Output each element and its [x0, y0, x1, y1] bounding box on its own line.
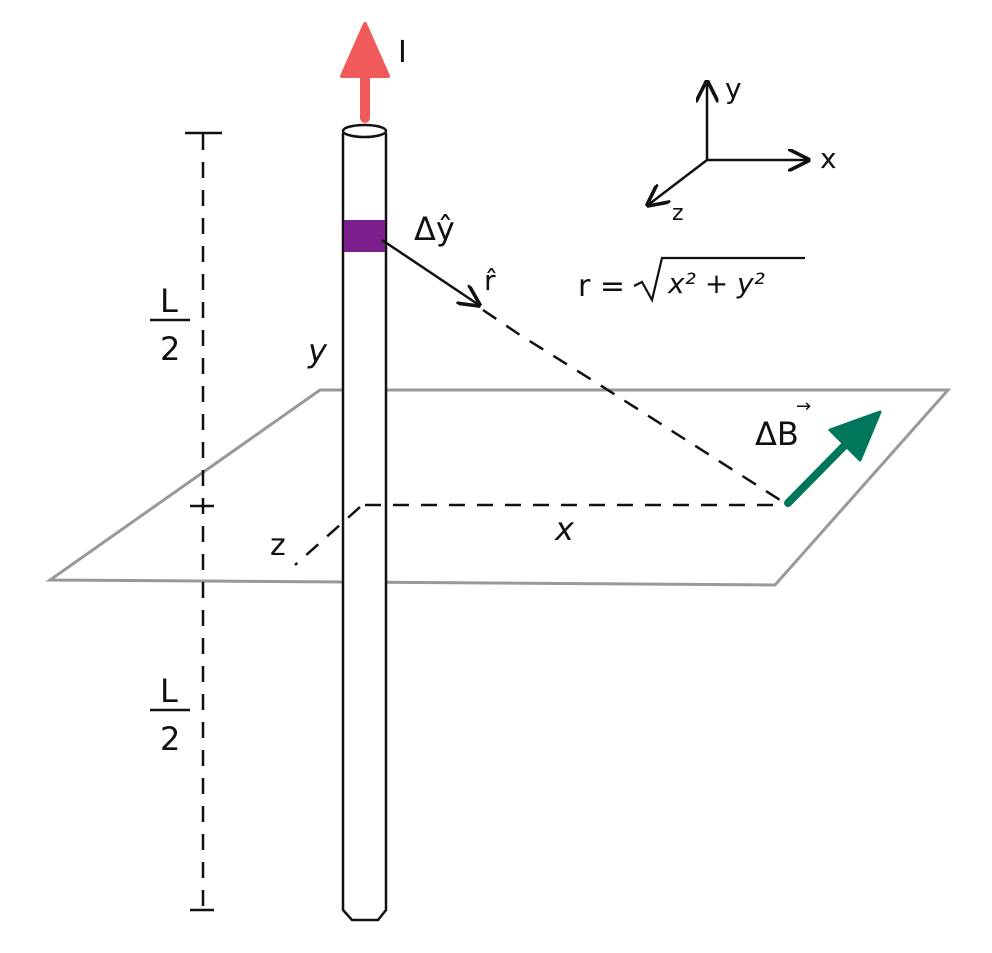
svg-text:L: L — [160, 282, 178, 320]
coordinate-axes — [648, 82, 808, 205]
axis-z-label: z — [672, 201, 684, 226]
current-segment — [344, 220, 385, 252]
r-distance-line — [482, 308, 781, 502]
z-distance-line — [294, 506, 361, 566]
r-hat-label: r̂ — [484, 264, 496, 297]
current-arrow — [340, 22, 390, 123]
current-label: I — [398, 35, 407, 70]
svg-text:x² + y²: x² + y² — [667, 267, 765, 300]
r-hat-arrow — [381, 238, 479, 305]
field-label: ΔB — [755, 415, 799, 453]
xz-plane — [45, 388, 952, 587]
field-arrow — [784, 410, 882, 507]
axis-x-label: x — [820, 142, 837, 175]
plane-z-label: z — [270, 528, 286, 563]
field-vector-mark: → — [796, 396, 811, 417]
plane-x-label: x — [554, 510, 575, 548]
length-dimension-line — [185, 131, 222, 912]
axis-y-label: y — [725, 72, 742, 105]
svg-text:2: 2 — [160, 720, 180, 758]
r-formula: r = x² + y² — [578, 256, 805, 304]
wire — [341, 123, 388, 922]
half-length-bottom: L 2 — [150, 672, 190, 758]
half-length-top: L 2 — [150, 282, 190, 368]
wire-y-label: y — [307, 332, 328, 370]
svg-text:2: 2 — [160, 330, 180, 368]
svg-text:r =: r = — [578, 269, 625, 304]
svg-text:L: L — [160, 672, 178, 710]
segment-label: Δŷ — [414, 210, 455, 248]
